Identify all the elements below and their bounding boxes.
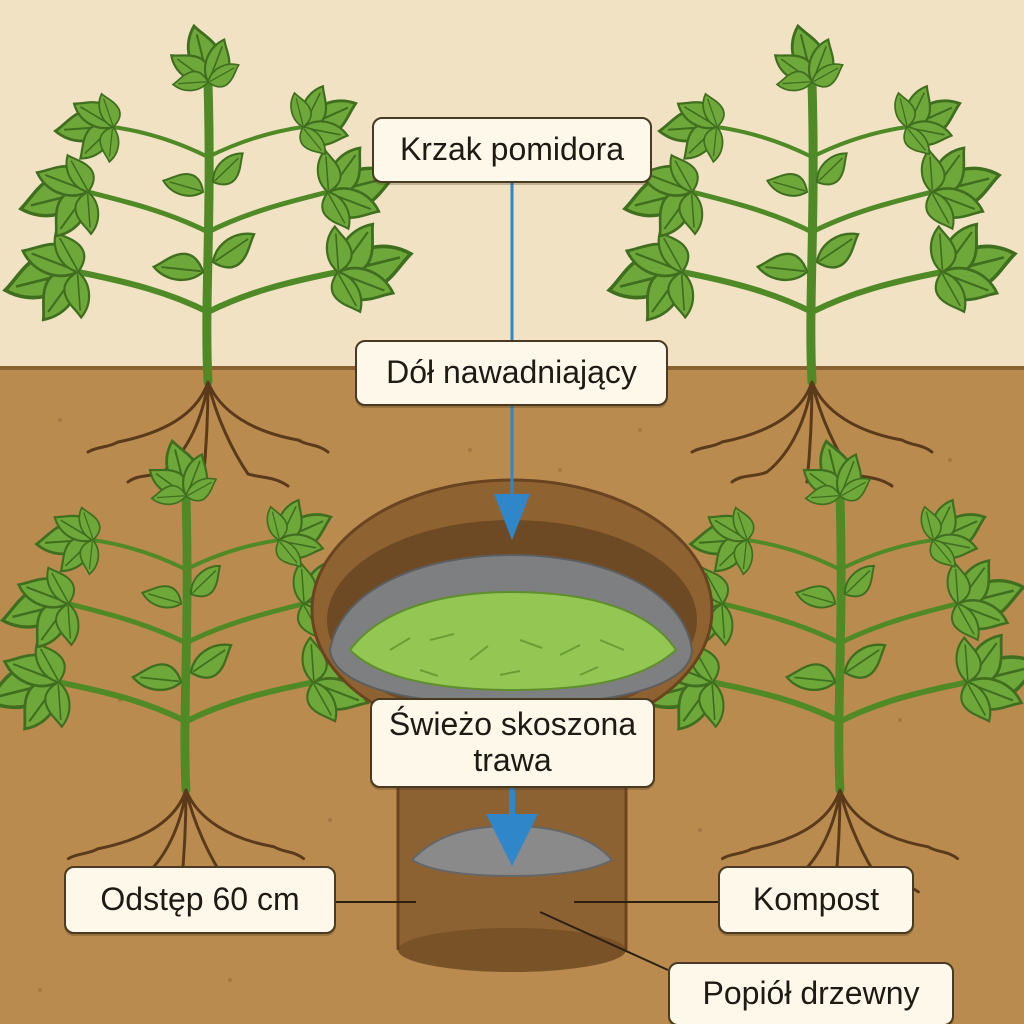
wood-ash-label: Popiół drzewny — [668, 962, 954, 1024]
fresh-grass-label-line2: trawa — [473, 742, 552, 778]
soil-speckles — [38, 418, 952, 992]
spacing-label-text: Odstęp 60 cm — [100, 881, 300, 918]
compost-label: Kompost — [718, 866, 914, 934]
arrow-down-icon — [486, 788, 538, 866]
watering-pit-label: Dół nawadniający — [355, 340, 668, 406]
leader-lines — [336, 901, 718, 971]
fresh-grass-label-line1: Świeżo skoszona — [388, 706, 637, 743]
watering-pit-label-text: Dół nawadniający — [386, 354, 637, 391]
compost-label-text: Kompost — [752, 881, 880, 918]
spacing-label: Odstęp 60 cm — [64, 866, 336, 934]
fresh-grass-label: Świeżo skoszona trawa — [370, 698, 655, 788]
tomato-bush-label-text: Krzak pomidora — [399, 131, 625, 168]
tomato-bush-label: Krzak pomidora — [372, 117, 652, 183]
arrow-down-icon — [494, 183, 530, 540]
wood-ash-label-text: Popiół drzewny — [702, 975, 920, 1012]
fresh-grass-layer — [348, 590, 678, 692]
